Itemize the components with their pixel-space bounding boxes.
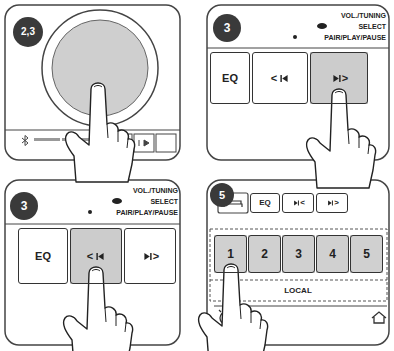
button: EQ [18, 228, 68, 284]
button-icon [279, 74, 289, 83]
button-label: 1 [227, 248, 234, 260]
button: > [310, 52, 368, 104]
button: 5 [350, 235, 383, 273]
callout-number: 3 [21, 200, 28, 212]
button-label: > [334, 199, 339, 207]
pressed-fill [282, 235, 315, 273]
button: < [70, 228, 122, 284]
button-label: 5 [363, 248, 370, 260]
panel-label: PAIR/PLAY/PAUSE [324, 34, 386, 41]
button: EQ [210, 52, 250, 104]
button: 4 [316, 235, 349, 273]
callout-number: 3 [224, 22, 231, 34]
button-icon [143, 252, 153, 261]
button-label: 4 [329, 248, 336, 260]
panel-label: LOCAL [284, 287, 312, 295]
button-label: EQ [35, 251, 51, 262]
button-icon [293, 200, 300, 206]
button: 1 [214, 235, 247, 273]
panel-label: SELECT [150, 198, 178, 205]
button: < [282, 193, 314, 213]
button-label: < [87, 251, 93, 262]
button: 3 [282, 235, 315, 273]
button-icon [332, 74, 342, 83]
button-label: > [153, 251, 159, 262]
button: EQ [250, 193, 280, 213]
button-label: < [300, 199, 305, 207]
button-label: EQ [259, 199, 271, 207]
panel-label: PAIR/PLAY/PAUSE [116, 209, 178, 216]
button-icon [95, 252, 105, 261]
pressed-fill [316, 235, 349, 273]
button: > [316, 193, 348, 213]
button: 2 [248, 235, 281, 273]
pressed-fill [350, 235, 383, 273]
button-label: > [342, 73, 348, 84]
button-icon [327, 200, 334, 206]
button-label: 3 [295, 248, 302, 260]
button-label: EQ [222, 73, 238, 84]
button-label: < [271, 73, 277, 84]
callout-number: 2,3 [21, 27, 35, 37]
callout-number: 5 [219, 190, 225, 201]
panel-label: SELECT [358, 23, 386, 30]
pressed-fill [248, 235, 281, 273]
button-label: 2 [261, 248, 268, 260]
button: > [124, 228, 176, 284]
button: < [252, 52, 308, 104]
panel-label: VOL./TUNING [341, 12, 386, 19]
panel-label: VOL./TUNING [133, 187, 178, 194]
